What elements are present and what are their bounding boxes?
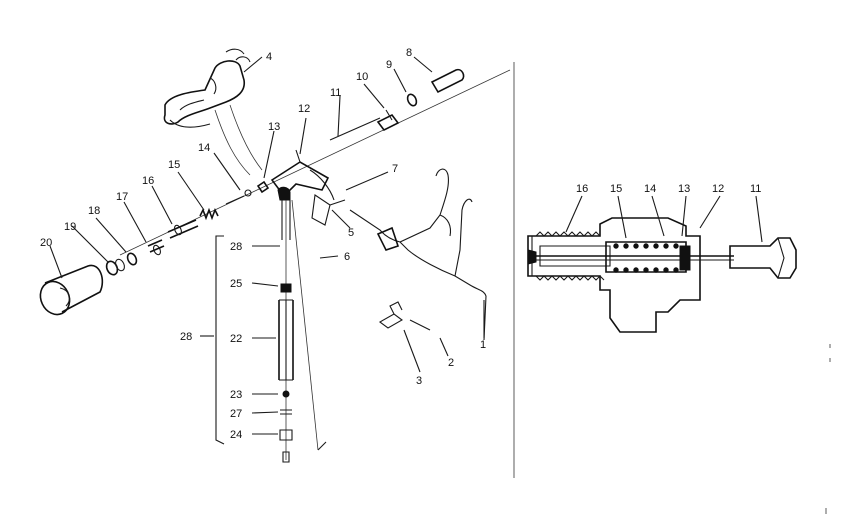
part-5-bracket: [311, 194, 346, 226]
section-label-11: 11: [750, 183, 761, 195]
label-14: 14: [198, 142, 210, 154]
scan-marks: [825, 344, 831, 514]
label-12: 12: [298, 103, 310, 115]
label-27: 27: [230, 408, 242, 420]
label-13: 13: [268, 121, 280, 133]
section-housing: [527, 217, 701, 333]
label-15: 15: [168, 159, 180, 171]
label-11: 11: [330, 87, 341, 99]
part-4-lever: [163, 48, 263, 176]
part-12-body: [270, 149, 335, 201]
label-3: 3: [416, 375, 422, 387]
section-label-12: 12: [712, 183, 724, 195]
part-23-ball: [282, 390, 290, 398]
part-22-tube: [278, 300, 294, 380]
section-label-16: 16: [576, 183, 588, 195]
part-10-seal: [376, 109, 400, 132]
label-2: 2: [448, 357, 454, 369]
part-27-seal: [280, 409, 292, 415]
part-14-pin: [225, 189, 252, 205]
section-label-15: 15: [610, 183, 622, 195]
section-bore: [539, 245, 611, 267]
part-18-washer: [126, 252, 138, 266]
label-28-top: 28: [230, 241, 242, 253]
part-9-ring: [406, 93, 418, 107]
part-24-nut: [279, 429, 293, 441]
part-3-clip: [379, 301, 403, 329]
exploded-view: 1 2 3 4 5 6 7 8 9 10 11 12 13 14 15 16 1…: [39, 47, 511, 463]
part-2-pin: [409, 319, 431, 331]
section-knob: [729, 237, 797, 279]
label-18: 18: [88, 205, 100, 217]
section-label-14: 14: [644, 183, 656, 195]
label-9: 9: [386, 59, 392, 71]
label-20: 20: [40, 237, 52, 249]
label-28-group: 28: [180, 331, 192, 343]
part-19-ring: [105, 258, 125, 276]
label-17: 17: [116, 191, 128, 203]
label-8: 8: [406, 47, 412, 59]
label-19: 19: [64, 221, 76, 233]
part-8-cap: [430, 68, 465, 94]
part-16-rod: [167, 219, 199, 239]
part-13-clip: [256, 180, 270, 194]
part-1-handle-body: [349, 168, 487, 341]
part-20-end-cap: [39, 264, 104, 316]
section-leader-lines: [565, 195, 763, 243]
section-tip: [527, 249, 537, 265]
bracket-28: [215, 235, 225, 445]
section-spring: [613, 243, 679, 273]
label-16: 16: [142, 175, 154, 187]
part-15-spring: [199, 207, 219, 221]
label-5: 5: [348, 227, 354, 239]
section-view: 16 15 14 13 12 11: [527, 183, 797, 333]
part-11-stem: [329, 117, 381, 141]
part-25-fitting: [280, 283, 292, 293]
section-labels: 16 15 14 13 12 11: [576, 183, 761, 195]
label-6: 6: [344, 251, 350, 263]
label-25: 25: [230, 278, 242, 290]
label-24: 24: [230, 429, 242, 441]
label-4: 4: [266, 51, 272, 63]
label-23: 23: [230, 389, 242, 401]
section-seal: [679, 245, 691, 271]
vertical-tube-assembly: [278, 199, 327, 463]
label-1: 1: [480, 339, 486, 351]
section-spring-chamber: [605, 241, 687, 273]
label-7: 7: [392, 163, 398, 175]
section-label-13: 13: [678, 183, 690, 195]
exploded-labels: 1 2 3 4 5 6 7 8 9 10 11 12 13 14 15 16 1…: [40, 47, 486, 441]
label-22: 22: [230, 333, 242, 345]
leader-lines: [49, 56, 485, 435]
label-10: 10: [356, 71, 368, 83]
part-17-spacer: [147, 239, 165, 256]
